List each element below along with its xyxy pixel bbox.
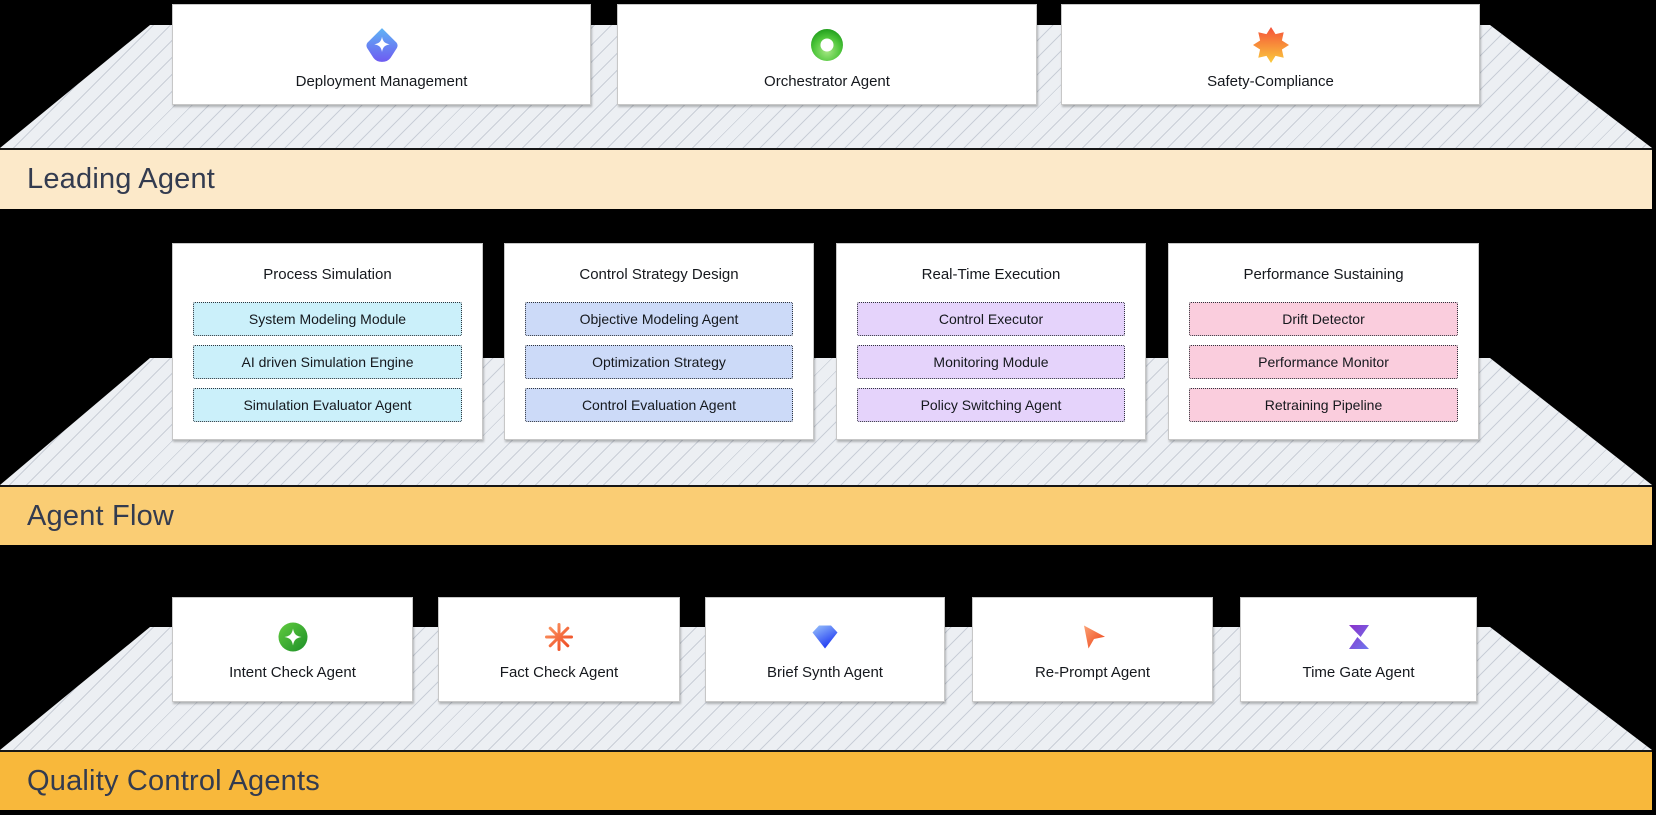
- card-label: Brief Synth Agent: [767, 664, 883, 681]
- module-item: AI driven Simulation Engine: [193, 345, 462, 379]
- card-label: Fact Check Agent: [499, 664, 619, 681]
- group-items: Objective Modeling Agent Optimization St…: [525, 302, 793, 422]
- card-intent-check-agent: Intent Check Agent: [172, 597, 413, 702]
- card-label: Safety-Compliance: [1207, 73, 1334, 90]
- module-item: Policy Switching Agent: [857, 388, 1125, 422]
- card-fact-check-agent: Fact Check Agent: [438, 597, 680, 702]
- gem-shield-icon: [365, 28, 398, 62]
- group-card-performance-sustaining: Performance Sustaining Drift Detector Pe…: [1168, 243, 1479, 440]
- module-item: Optimization Strategy: [525, 345, 793, 379]
- module-item: Monitoring Module: [857, 345, 1125, 379]
- module-item: Drift Detector: [1189, 302, 1458, 336]
- hourglass-icon: [1348, 625, 1369, 649]
- ring-icon: [811, 29, 843, 61]
- band-leading-agent: Leading Agent: [0, 148, 1652, 209]
- group-items: Drift Detector Performance Monitor Retra…: [1189, 302, 1458, 422]
- card-re-prompt-agent: Re-Prompt Agent: [972, 597, 1213, 702]
- card-label: Orchestrator Agent: [764, 73, 890, 90]
- module-item: Simulation Evaluator Agent: [193, 388, 462, 422]
- card-time-gate-agent: Time Gate Agent: [1240, 597, 1477, 702]
- band-label-agent-flow: Agent Flow: [27, 499, 175, 532]
- group-items: Control Executor Monitoring Module Polic…: [857, 302, 1125, 422]
- card-orchestrator-agent: Orchestrator Agent: [617, 4, 1037, 105]
- module-item: Control Evaluation Agent: [525, 388, 793, 422]
- module-item: Control Executor: [857, 302, 1125, 336]
- card-label: Deployment Management: [295, 73, 468, 90]
- group-card-real-time-execution: Real-Time Execution Control Executor Mon…: [836, 243, 1146, 440]
- diamond-icon: [812, 625, 838, 649]
- card-deployment-management: Deployment Management: [172, 4, 591, 105]
- band-label-quality-control-agents: Quality Control Agents: [27, 764, 320, 797]
- card-label: Time Gate Agent: [1302, 664, 1415, 681]
- card-label: Re-Prompt Agent: [1034, 664, 1151, 681]
- group-title: Process Simulation: [263, 266, 392, 283]
- asterisk-icon: [545, 623, 573, 651]
- module-item: System Modeling Module: [193, 302, 462, 336]
- group-title: Real-Time Execution: [921, 266, 1061, 283]
- group-items: System Modeling Module AI driven Simulat…: [193, 302, 462, 422]
- cursor-icon: [1083, 625, 1105, 649]
- group-title: Performance Sustaining: [1243, 266, 1404, 283]
- band-quality-control-agents: Quality Control Agents: [0, 750, 1652, 810]
- group-card-control-strategy-design: Control Strategy Design Objective Modeli…: [504, 243, 814, 440]
- band-agent-flow: Agent Flow: [0, 485, 1652, 545]
- card-brief-synth-agent: Brief Synth Agent: [705, 597, 945, 702]
- group-card-process-simulation: Process Simulation System Modeling Modul…: [172, 243, 483, 440]
- sparkle-circle-icon: [278, 622, 307, 652]
- card-safety-compliance: Safety-Compliance: [1061, 4, 1480, 105]
- card-label: Intent Check Agent: [229, 664, 356, 681]
- burst-icon: [1252, 27, 1289, 63]
- module-item: Performance Monitor: [1189, 345, 1458, 379]
- group-title: Control Strategy Design: [579, 266, 739, 283]
- module-item: Objective Modeling Agent: [525, 302, 793, 336]
- band-label-leading-agent: Leading Agent: [27, 163, 216, 195]
- module-item: Retraining Pipeline: [1189, 388, 1458, 422]
